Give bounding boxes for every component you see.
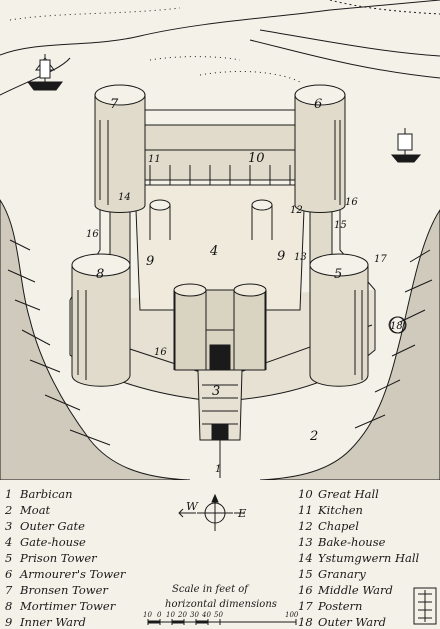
label-16a: 16 xyxy=(86,229,99,240)
scale-tick-20: 20 xyxy=(177,611,187,619)
legend-num-7: 7 xyxy=(5,583,13,597)
shoreline xyxy=(0,0,440,96)
label-4: 4 xyxy=(209,244,218,259)
legend-label-5: Prison Tower xyxy=(19,551,98,565)
legend-label-11: Kitchen xyxy=(317,503,363,517)
legend-label-10: Great Hall xyxy=(318,487,379,501)
turrets xyxy=(149,199,407,334)
legend-label-2: Moat xyxy=(19,503,51,517)
legend-label-12: Chapel xyxy=(318,519,359,533)
legend-num-2: 2 xyxy=(4,503,12,517)
legend-num-5: 5 xyxy=(5,551,12,565)
barbican xyxy=(197,369,243,465)
legend-num-18: 18 xyxy=(298,615,313,629)
label-6: 6 xyxy=(314,97,322,112)
label-12: 12 xyxy=(290,205,303,216)
scale-tick-0: 0 xyxy=(157,611,162,619)
compass-rose-icon xyxy=(178,493,245,531)
compass-west-label: W xyxy=(186,499,199,513)
scale-tick-50: 50 xyxy=(214,611,223,619)
castle-illustration: 7 6 8 5 4 3 2 1 9 9 10 11 12 13 14 15 16… xyxy=(0,0,440,480)
cliffs xyxy=(0,199,440,480)
legend-label-3: Outer Gate xyxy=(20,519,85,533)
compass-east-label: E xyxy=(237,506,247,520)
legend: 1 Barbican 2 Moat 3 Outer Gate 4 Gate-ho… xyxy=(4,487,437,629)
label-7: 7 xyxy=(110,97,119,112)
tower-6 xyxy=(294,84,346,213)
legend-num-1: 1 xyxy=(5,487,12,501)
legend-num-6: 6 xyxy=(5,567,12,581)
tower-7 xyxy=(94,84,146,213)
legend-label-14: Ystumgwern Hall xyxy=(318,551,420,565)
legend-num-16: 16 xyxy=(298,583,313,597)
legend-label-13: Bake-house xyxy=(317,535,386,549)
legend-num-15: 15 xyxy=(298,567,313,581)
legend-label-4: Gate-house xyxy=(20,535,86,549)
ship-left-icon xyxy=(27,54,63,91)
scale-tick-100: 100 xyxy=(285,611,299,619)
scale-tick-30: 30 xyxy=(190,611,199,619)
legend-label-6: Armourer's Tower xyxy=(19,567,127,581)
scale-tick-10: 10 xyxy=(166,611,175,619)
legend-num-17: 17 xyxy=(298,599,313,613)
legend-num-13: 13 xyxy=(298,535,313,549)
legend-num-11: 11 xyxy=(298,503,313,517)
label-17: 17 xyxy=(374,254,387,265)
label-16b: 16 xyxy=(154,347,167,358)
label-8: 8 xyxy=(96,267,104,282)
label-1: 1 xyxy=(215,464,221,475)
legend-label-18: Outer Ward xyxy=(318,615,386,629)
scale-caption-line2: horizontal dimensions xyxy=(165,599,277,610)
label-5: 5 xyxy=(334,267,342,282)
gatehouse xyxy=(173,283,267,371)
label-9a: 9 xyxy=(146,254,154,269)
tower-5 xyxy=(309,253,369,387)
legend-num-10: 10 xyxy=(298,487,313,501)
legend-num-3: 3 xyxy=(5,519,12,533)
legend-label-8: Mortimer Tower xyxy=(19,599,117,613)
legend-label-9: Inner Ward xyxy=(19,615,86,629)
legend-right-column: 10 Great Hall 11 Kitchen 12 Chapel 13 Ba… xyxy=(298,487,420,629)
scale-tick-40: 40 xyxy=(201,611,211,619)
legend-num-14: 14 xyxy=(298,551,313,565)
legend-left-column: 1 Barbican 2 Moat 3 Outer Gate 4 Gate-ho… xyxy=(4,487,127,629)
scale-bar xyxy=(147,619,297,625)
legend-label-17: Postern xyxy=(317,599,362,613)
legend-label-15: Granary xyxy=(318,567,366,581)
legend-label-16: Middle Ward xyxy=(317,583,393,597)
label-3: 3 xyxy=(212,384,220,399)
label-9b: 9 xyxy=(277,249,285,264)
legend-num-12: 12 xyxy=(298,519,313,533)
label-16c: 16 xyxy=(345,197,358,208)
scale-tick-10l: 10 xyxy=(143,611,152,619)
scale-caption-line1: Scale in feet of xyxy=(172,584,250,595)
label-10: 10 xyxy=(248,151,265,166)
legend-label-7: Bronsen Tower xyxy=(19,583,109,597)
label-2: 2 xyxy=(309,429,318,444)
monogram-stamp xyxy=(413,587,437,625)
legend-num-9: 9 xyxy=(5,615,12,629)
legend-num-4: 4 xyxy=(4,535,12,549)
legend-label-1: Barbican xyxy=(19,487,73,501)
ship-right-icon xyxy=(390,128,422,163)
label-13: 13 xyxy=(294,252,307,263)
label-14: 14 xyxy=(118,192,131,203)
label-15: 15 xyxy=(334,220,347,231)
label-18: 18 xyxy=(390,321,403,332)
label-11: 11 xyxy=(148,154,161,165)
legend-num-8: 8 xyxy=(5,599,12,613)
tower-8 xyxy=(71,253,131,387)
